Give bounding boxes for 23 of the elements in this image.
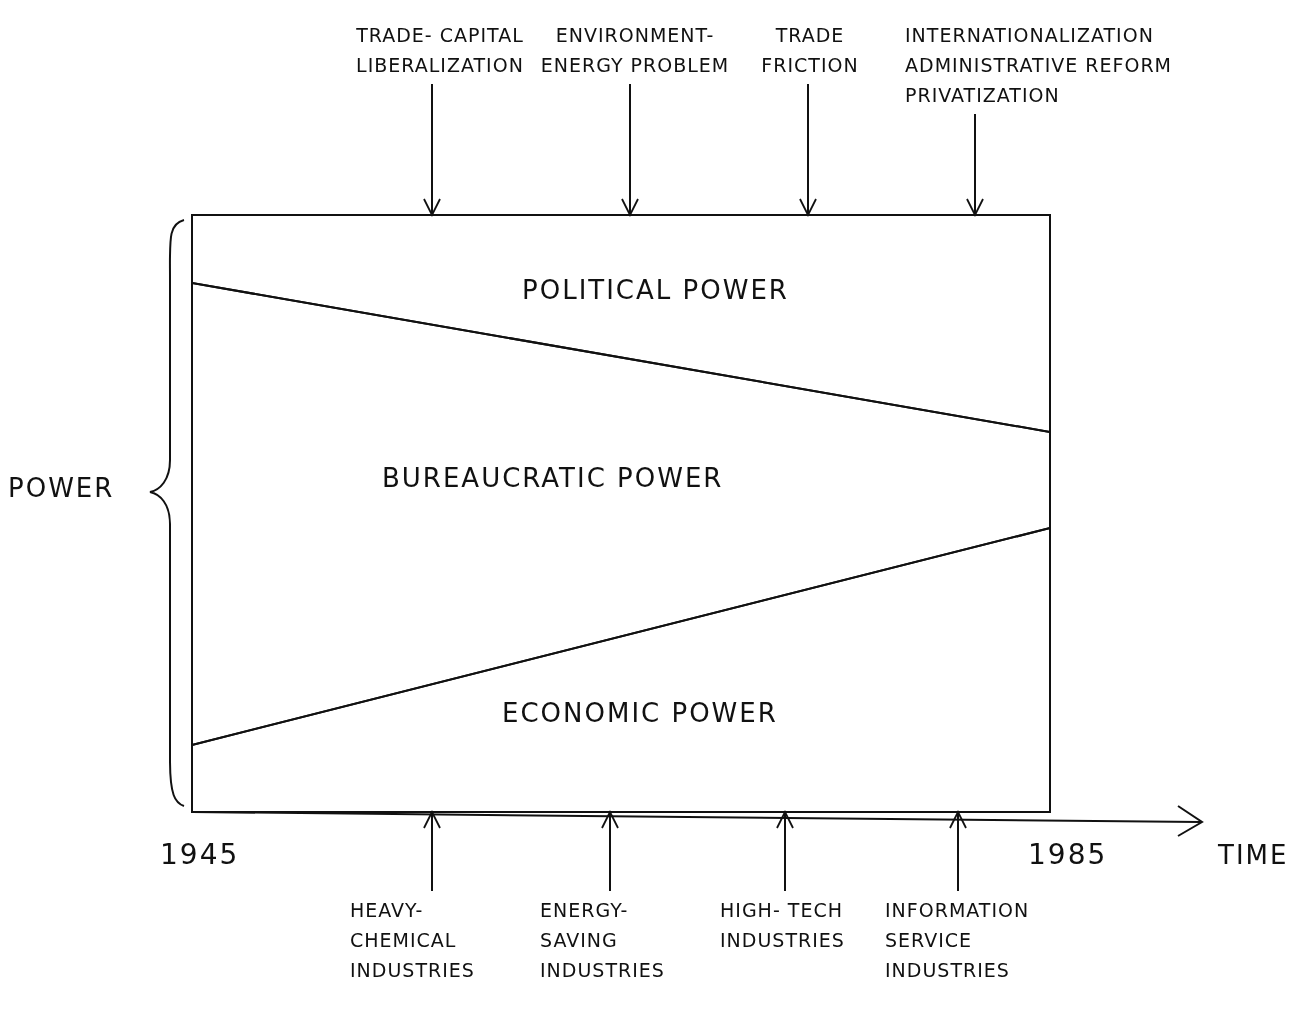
- event-label: HEAVY- CHEMICAL INDUSTRIES: [350, 895, 520, 985]
- event-label: INFORMATION SERVICE INDUSTRIES: [885, 895, 1055, 985]
- event-label: HIGH- TECH INDUSTRIES: [720, 895, 870, 955]
- event-label: TRADE- CAPITAL LIBERALIZATION: [355, 20, 525, 80]
- band-label: BUREAUCRATIC POWER: [382, 463, 724, 493]
- event-label: INTERNATIONALIZATION ADMINISTRATIVE REFORM PRIVATIZATION: [905, 20, 1235, 110]
- axis-label: POWER: [8, 473, 115, 503]
- arrow: [423, 83, 441, 216]
- axis-label: 1985: [1028, 838, 1108, 871]
- arrow: [621, 83, 639, 216]
- arrow: [966, 113, 984, 216]
- axis-label: TIME: [1218, 840, 1289, 870]
- axis-label: 1945: [160, 838, 240, 871]
- event-label: ENVIRONMENT- ENERGY PROBLEM: [535, 20, 735, 80]
- band-label: POLITICAL POWER: [522, 275, 789, 305]
- arrow: [776, 811, 794, 892]
- arrow: [423, 811, 441, 892]
- event-label: TRADE FRICTION: [745, 20, 875, 80]
- arrow: [949, 811, 967, 892]
- band-label: ECONOMIC POWER: [502, 698, 778, 728]
- event-label: ENERGY- SAVING INDUSTRIES: [540, 895, 700, 985]
- arrow: [601, 811, 619, 892]
- arrow: [799, 83, 817, 216]
